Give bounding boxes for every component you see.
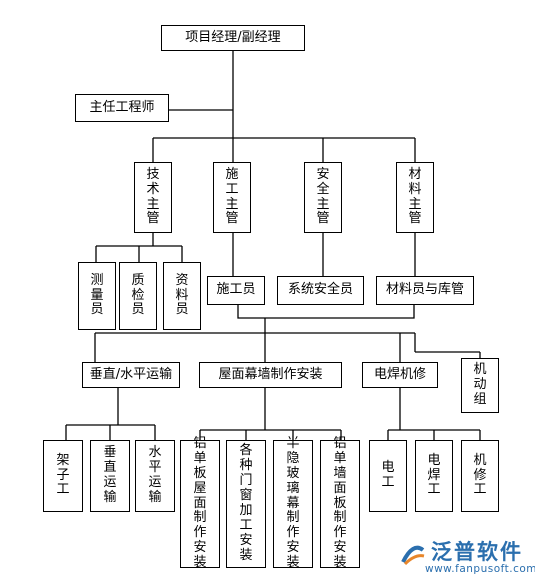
node-glass-curtain: 半隐玻璃幕制作安装 (273, 435, 313, 571)
node-label: 项目经理/副经理 (185, 29, 281, 45)
node-label: 质检员 (131, 272, 145, 318)
node-label: 各种门窗加工安装 (239, 443, 253, 563)
node-surveyor: 测量员 (78, 262, 116, 330)
node-welder: 电焊工 (415, 440, 453, 512)
node-label: 材料员与库管 (385, 282, 464, 298)
node-label: 材料主管 (408, 166, 422, 227)
brand-watermark: 泛普软件 www.fanpusoft.com (395, 536, 535, 584)
node-material-clerk: 材料员与库管 (376, 276, 474, 305)
node-label: 垂直运输 (103, 445, 117, 505)
node-chief-engineer: 主任工程师 (75, 94, 169, 122)
node-label: 施工主管 (225, 166, 239, 227)
node-transport: 垂直/水平运输 (82, 362, 180, 388)
node-label: 电焊工 (427, 452, 441, 498)
node-welding: 电焊机修 (362, 362, 438, 388)
node-label: 屋面幕墙制作安装 (218, 366, 323, 382)
brand-url: www.fanpusoft.com (425, 563, 535, 575)
node-curtain-wall: 屋面幕墙制作安装 (199, 362, 342, 388)
node-label: 铝单墙面板制作安装 (333, 435, 347, 571)
node-label: 铝单板屋面制作安装 (193, 435, 207, 571)
node-aluminum-roof: 铝单板屋面制作安装 (180, 435, 220, 571)
node-safety-officer: 系统安全员 (277, 276, 364, 305)
node-tech-manager: 技术主管 (134, 162, 172, 233)
node-label: 架子工 (56, 452, 70, 498)
node-project-manager: 项目经理/副经理 (161, 25, 305, 51)
node-label: 水平运输 (148, 445, 162, 505)
node-data-clerk: 资料员 (163, 262, 201, 330)
node-mechanic: 机修工 (461, 440, 499, 512)
node-construction-manager: 施工主管 (213, 162, 251, 233)
node-label: 施工员 (216, 282, 256, 298)
node-vertical-transport: 垂直运输 (90, 440, 130, 512)
node-label: 技术主管 (146, 166, 160, 227)
node-scaffolder: 架子工 (43, 440, 83, 512)
node-label: 电工 (381, 460, 395, 490)
node-safety-manager: 安全主管 (304, 162, 342, 233)
node-label: 垂直/水平运输 (89, 366, 173, 382)
node-label: 系统安全员 (287, 282, 353, 298)
node-label: 半隐玻璃幕制作安装 (286, 435, 300, 571)
node-constructor: 施工员 (207, 276, 265, 305)
node-doors-windows: 各种门窗加工安装 (226, 440, 266, 568)
node-machinery-group: 机动组 (461, 358, 499, 413)
node-horizontal-transport: 水平运输 (135, 440, 175, 512)
node-label: 资料员 (175, 272, 189, 318)
brand-name: 泛普软件 (431, 540, 523, 564)
node-label: 主任工程师 (89, 99, 155, 115)
node-material-manager: 材料主管 (396, 162, 434, 233)
node-label: 测量员 (90, 272, 104, 318)
node-label: 机修工 (473, 452, 487, 498)
node-label: 电焊机修 (373, 366, 426, 382)
brand-logo-icon (401, 545, 425, 566)
node-label: 安全主管 (316, 166, 330, 227)
node-quality-inspector: 质检员 (119, 262, 157, 330)
node-aluminum-wall: 铝单墙面板制作安装 (320, 435, 360, 571)
node-electrician: 电工 (369, 440, 407, 512)
node-label: 机动组 (473, 362, 487, 407)
